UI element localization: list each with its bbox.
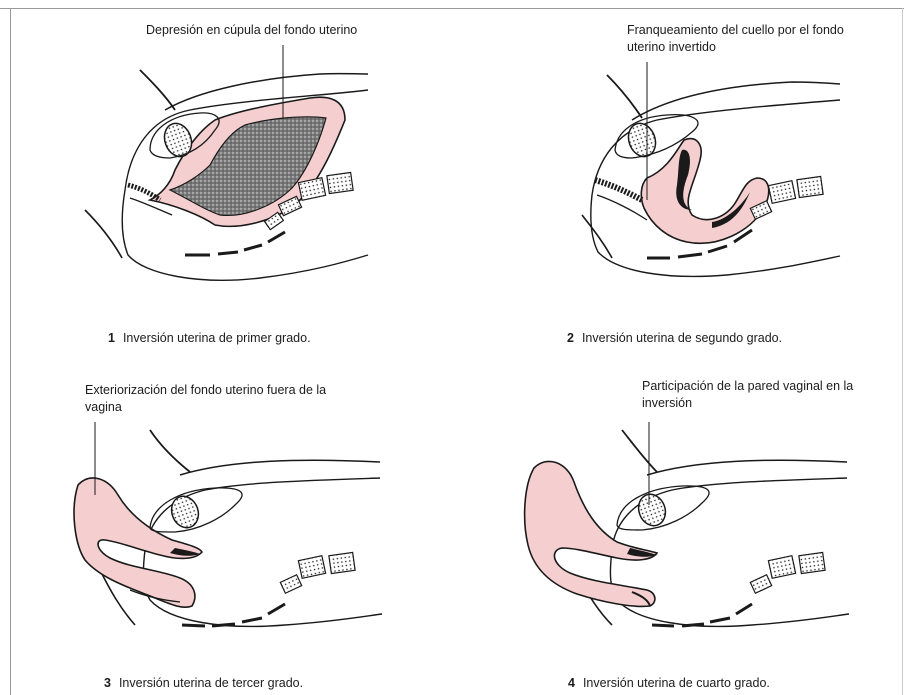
body-contour [180, 460, 380, 475]
body-contour [647, 460, 847, 475]
uterine-wall [641, 139, 768, 244]
sacrum [750, 552, 825, 593]
panel-1-caption-text: Inversión uterina de primer grado. [123, 331, 311, 345]
panel-3-illustration [0, 360, 450, 695]
panel-2-number: 2 [567, 331, 574, 345]
panel-1-number: 1 [108, 331, 115, 345]
rectum [185, 232, 285, 255]
panel-4-caption: 4 Inversión uterina de cuarto grado. [568, 676, 770, 690]
panel-1-first-degree: Depresión en cúpula del fondo uterino [0, 0, 450, 350]
panel-4-number: 4 [568, 676, 575, 690]
abdominal-wall-line [150, 430, 190, 472]
panel-4-fourth-degree: Participación de la pared vaginal en la … [452, 360, 902, 695]
thigh-line [85, 210, 122, 258]
uterine-wall [525, 461, 657, 606]
pubic-bone [624, 120, 660, 161]
panel-4-illustration [452, 360, 902, 695]
panel-3-third-degree: Exteriorización del fondo uterino fuera … [0, 360, 450, 695]
abdominal-wall-line [622, 430, 657, 472]
panel-2-caption: 2 Inversión uterina de segundo grado. [567, 331, 782, 345]
abdominal-wall-line [140, 70, 175, 110]
vaginal-wall-inner [597, 195, 647, 220]
page-border-right [902, 8, 903, 695]
panel-4-caption-text: Inversión uterina de cuarto grado. [583, 676, 770, 690]
panel-1-caption: 1 Inversión uterina de primer grado. [108, 331, 311, 345]
panel-3-caption: 3 Inversión uterina de tercer grado. [104, 676, 303, 690]
panel-1-illustration [0, 0, 450, 350]
panel-3-number: 3 [104, 676, 111, 690]
body-contour [632, 82, 840, 120]
panel-2-illustration [452, 0, 902, 350]
abdominal-wall-line [607, 75, 642, 118]
panel-2-caption-text: Inversión uterina de segundo grado. [582, 331, 782, 345]
panel-3-caption-text: Inversión uterina de tercer grado. [119, 676, 303, 690]
panel-2-second-degree: Franqueamiento del cuello por el fondo u… [452, 0, 902, 350]
rectum [182, 604, 285, 626]
sacrum [280, 552, 355, 593]
